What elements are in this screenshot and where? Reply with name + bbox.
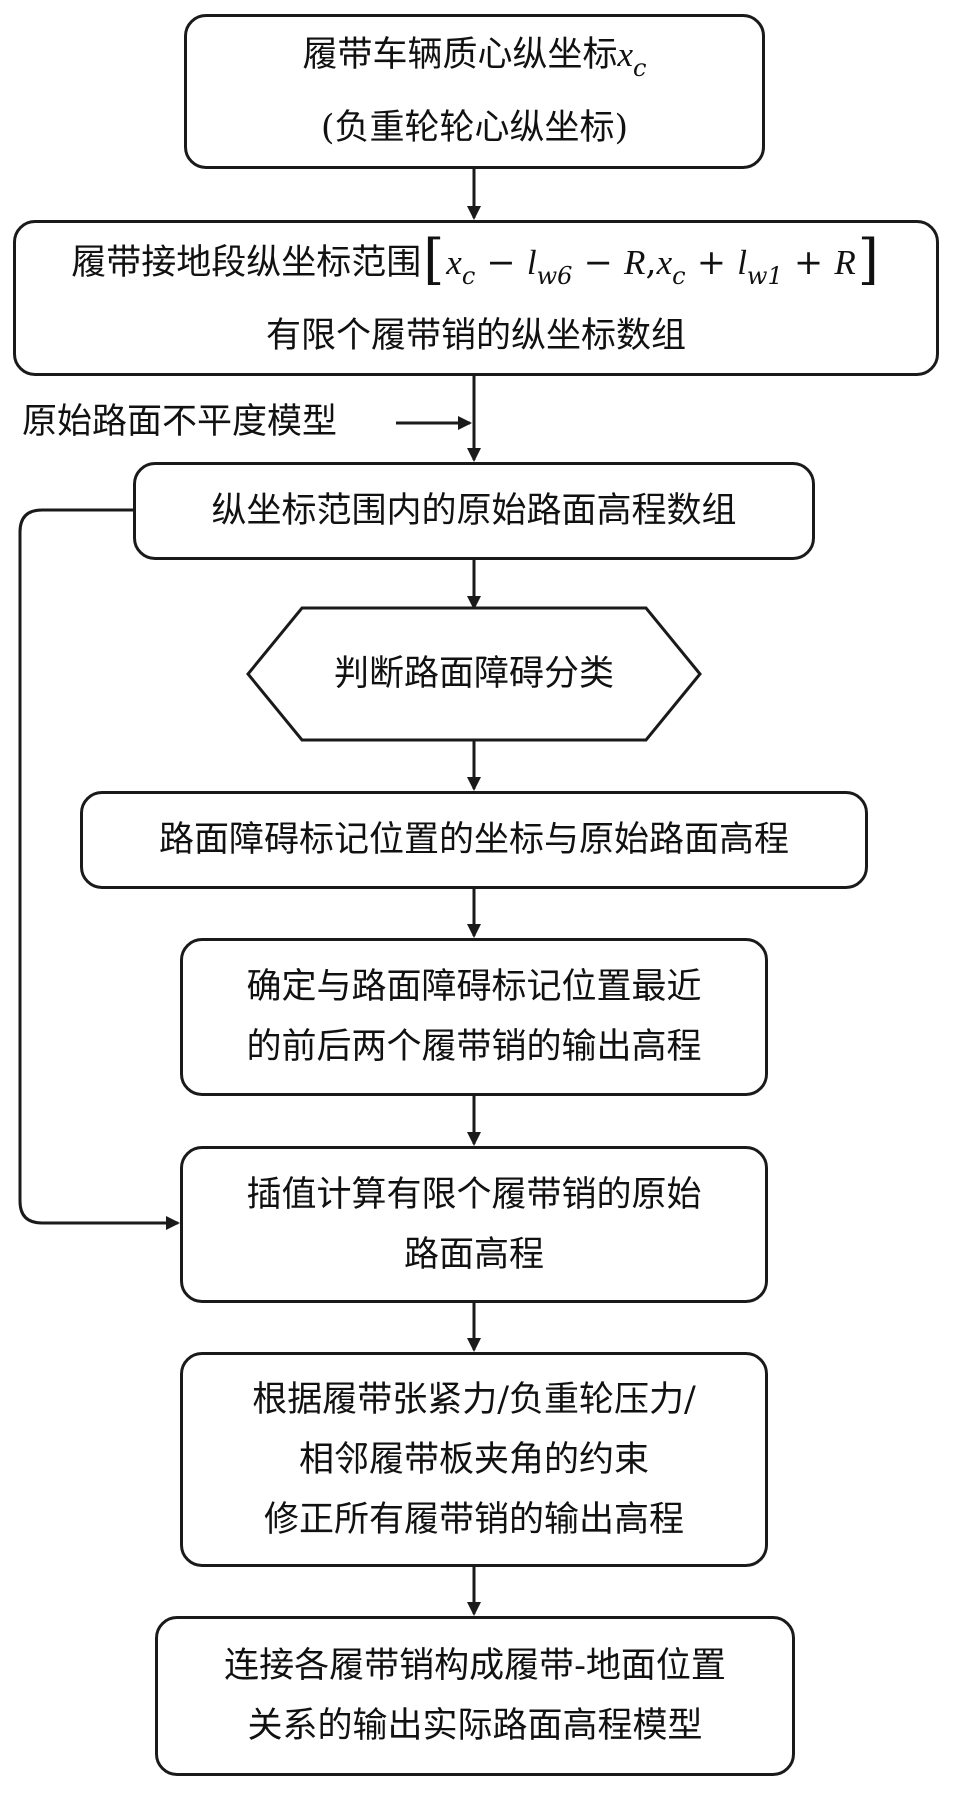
node-contact-range-text: 履带接地段纵坐标范围 xyxy=(71,243,422,283)
bracket-open: [ xyxy=(423,228,445,291)
node-nearest-pins: 确定与路面障碍标记位置最近 的前后两个履带销的输出高程 xyxy=(180,938,768,1096)
node-centroid-coordinate: 履带车辆质心纵坐标xc (负重轮轮心纵坐标) xyxy=(184,14,765,169)
node-obstacle-coordinates: 路面障碍标记位置的坐标与原始路面高程 xyxy=(80,791,868,889)
node-centroid-text: 履带车辆质心纵坐标 xyxy=(302,35,618,75)
bypass-arrow-n3-n6 xyxy=(18,508,180,1230)
bracket-close: ] xyxy=(857,228,879,291)
node-contact-range-line2: 有限个履带销的纵坐标数组 xyxy=(265,316,686,356)
node-contact-range: 履带接地段纵坐标范围[xc − lw6 − R,xc + lw1 + R] 有限… xyxy=(13,220,939,376)
decision-label: 判断路面障碍分类 xyxy=(333,654,614,694)
var-x: x xyxy=(617,35,634,74)
input-label-road-roughness: 原始路面不平度模型 xyxy=(22,402,338,442)
decision-hexagon xyxy=(246,606,702,742)
node-interpolation: 插值计算有限个履带销的原始 路面高程 xyxy=(180,1146,768,1303)
node-output-model: 连接各履带销构成履带-地面位置 关系的输出实际路面高程模型 xyxy=(155,1616,795,1776)
node-constraint-correction: 根据履带张紧力/负重轮压力/ 相邻履带板夹角的约束 修正所有履带销的输出高程 xyxy=(180,1352,768,1567)
sub-c: c xyxy=(633,54,647,82)
node-centroid-line2: (负重轮轮心纵坐标) xyxy=(320,108,629,148)
node-road-elevation-array: 纵坐标范围内的原始路面高程数组 xyxy=(133,462,815,560)
